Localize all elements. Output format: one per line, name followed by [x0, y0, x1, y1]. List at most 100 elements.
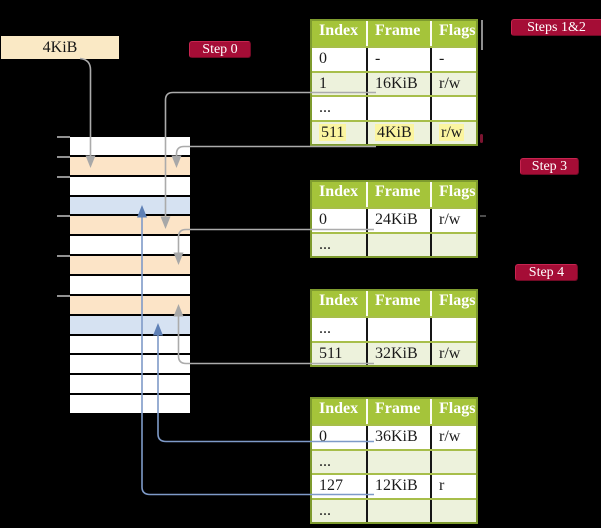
column-header: Frame [366, 399, 430, 424]
memory-frame-row [70, 373, 190, 394]
table-cell [430, 450, 476, 473]
table-cell: ... [319, 452, 331, 470]
table-cell: ... [319, 99, 331, 116]
column-header: Frame [366, 182, 430, 207]
column-header: Flags [430, 399, 476, 424]
table-cell: 511 [312, 122, 366, 145]
table-cell [366, 233, 430, 256]
table-row: ... [312, 316, 476, 341]
address-tick [57, 176, 70, 178]
table-cell: r/w [430, 121, 476, 144]
connector-stub-mark [480, 215, 486, 217]
table-cell: ... [319, 235, 331, 253]
column-header: Index [319, 183, 359, 200]
memory-frame-row [70, 254, 190, 275]
badge-step-0: Step 0 [189, 41, 251, 58]
table-cell: 0 [319, 428, 327, 445]
column-header: Flags [430, 291, 476, 316]
column-header: Flags [430, 182, 476, 207]
column-header: Index [319, 400, 359, 417]
memory-frame-row [70, 313, 190, 334]
table-cell: 127 [319, 477, 343, 494]
table-cell: r [430, 475, 476, 498]
highlighted-value: r/w [439, 123, 465, 141]
table-cell: - [366, 48, 430, 71]
memory-stack [70, 137, 190, 414]
highlighted-value: 511 [319, 123, 347, 141]
table-cell: 511 [319, 344, 343, 362]
column-header: Frame [366, 291, 430, 316]
memory-frame-row [70, 393, 190, 414]
badge-step-3: Step 3 [520, 158, 579, 175]
table-cell: 36KiB [366, 426, 430, 449]
memory-frame-row [70, 234, 190, 255]
root-pointer-box: 4KiB [1, 36, 119, 59]
memory-frame-row [70, 353, 190, 374]
arrow-entry4kib-to-frame [175, 145, 376, 156]
column-header: Index [319, 22, 359, 39]
badge-steps-1-2: Steps 1&2 [511, 19, 601, 36]
memory-frame-row [70, 274, 190, 294]
address-tick [57, 156, 70, 158]
table-cell [366, 499, 430, 522]
connector-stub-mark [481, 20, 483, 50]
table-row: 0 -- [312, 46, 476, 71]
table-row: 511 4KiB r/w [312, 119, 476, 145]
table-cell: ... [319, 501, 331, 519]
table-cell: r/w [430, 209, 476, 232]
table-cell: 12KiB [366, 475, 430, 498]
table-cell: 32KiB [366, 342, 430, 365]
column-header: Flags [430, 21, 476, 46]
table-cell [430, 97, 476, 120]
table-row: ... [312, 497, 476, 522]
badge-step-4: Step 4 [515, 264, 578, 281]
memory-frame-row [70, 137, 190, 155]
highlighted-value: 4KiB [375, 123, 414, 141]
table-row: ... [312, 231, 476, 256]
column-header: Index [319, 292, 359, 309]
table-cell: ... [319, 320, 331, 337]
connector-stub-mark [480, 134, 483, 143]
table-cell: 4KiB [366, 121, 430, 144]
table-cell [430, 318, 476, 341]
table-cell: 0 [319, 211, 327, 228]
memory-frame-row [70, 293, 190, 314]
table-cell: 16KiB [366, 72, 430, 95]
table-cell [366, 450, 430, 473]
address-tick [57, 215, 70, 217]
memory-frame-row [70, 174, 190, 195]
column-header: Frame [366, 21, 430, 46]
memory-frame-row [70, 333, 190, 354]
table-cell [366, 97, 430, 120]
table-cell: 1 [319, 74, 327, 92]
table-cell [430, 499, 476, 522]
table-cell: 0 [319, 50, 327, 67]
table-cell: 24KiB [366, 209, 430, 232]
table-row: ... [312, 95, 476, 120]
table-row: ... [312, 448, 476, 473]
address-tick [57, 295, 70, 297]
table-cell: - [430, 48, 476, 71]
address-tick [57, 136, 70, 138]
address-tick [57, 255, 70, 257]
memory-frame-row [70, 214, 190, 235]
table-cell: r/w [430, 426, 476, 449]
memory-frame-row [70, 154, 190, 175]
memory-frame-row [70, 194, 190, 215]
table-cell: r/w [430, 342, 476, 365]
table-cell [430, 233, 476, 256]
